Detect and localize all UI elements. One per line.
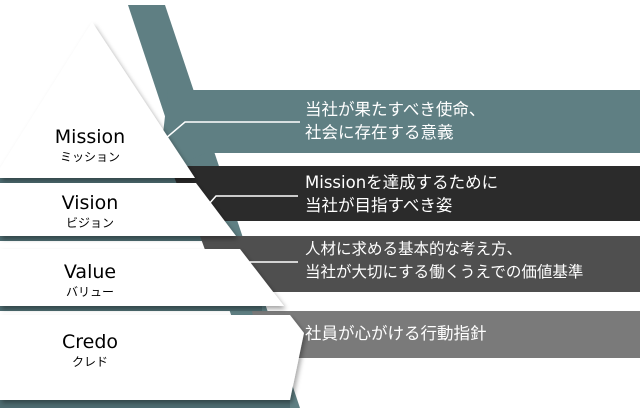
desc-mission-line1: 当社が果たすべき使命、: [305, 100, 486, 119]
desc-value: 人材に求める基本的な考え方、 当社が大切にする働くうえでの価値基準: [305, 238, 583, 284]
leader-mission: [151, 121, 300, 151]
desc-credo: 社員が心がける行動指針: [305, 322, 487, 345]
label-credo-en: Credo: [61, 331, 119, 353]
ledge-4: [0, 400, 290, 408]
label-vision-ja: ビジョン: [65, 216, 114, 230]
label-vision: Vision ビジョン: [40, 192, 140, 231]
leader-credo: [251, 333, 298, 351]
desc-value-line1: 人材に求める基本的な考え方、: [305, 240, 523, 258]
leader-value: [217, 261, 298, 283]
label-mission-en: Mission: [54, 126, 126, 148]
desc-mission-line2: 社会に存在する意義: [305, 123, 454, 142]
label-value-en: Value: [63, 261, 117, 283]
ledge-1: [0, 178, 232, 183]
desc-vision-line2: 当社が目指すべき姿: [305, 196, 453, 215]
desc-credo-line1: 社員が心がける行動指針: [305, 324, 487, 343]
label-credo-ja: クレド: [71, 355, 108, 369]
band-value: [200, 236, 640, 305]
ledge-3: [0, 306, 262, 311]
desc-mission: 当社が果たすべき使命、 社会に存在する意義: [305, 98, 485, 144]
desc-value-line2: 当社が大切にする働くうえでの価値基準: [305, 263, 584, 281]
tier-mission: [0, 22, 195, 178]
band-mission: [160, 90, 640, 160]
tier-credo: [0, 315, 304, 400]
label-value-ja: バリュー: [65, 285, 114, 299]
label-vision-en: Vision: [61, 192, 119, 214]
label-credo: Credo クレド: [40, 331, 140, 370]
desc-vision-line1: Missionを達成するために: [305, 173, 499, 192]
label-mission-ja: ミッション: [59, 150, 120, 164]
leader-vision: [185, 195, 298, 231]
band-vision: [170, 166, 640, 232]
ledge-2: [0, 236, 238, 241]
label-value: Value バリュー: [40, 261, 140, 300]
tier-value: [0, 249, 284, 306]
band-credo: [252, 311, 640, 395]
label-mission: Mission ミッション: [40, 126, 140, 165]
tier-vision: [0, 183, 236, 236]
desc-vision: Missionを達成するために 当社が目指すべき姿: [305, 171, 498, 217]
